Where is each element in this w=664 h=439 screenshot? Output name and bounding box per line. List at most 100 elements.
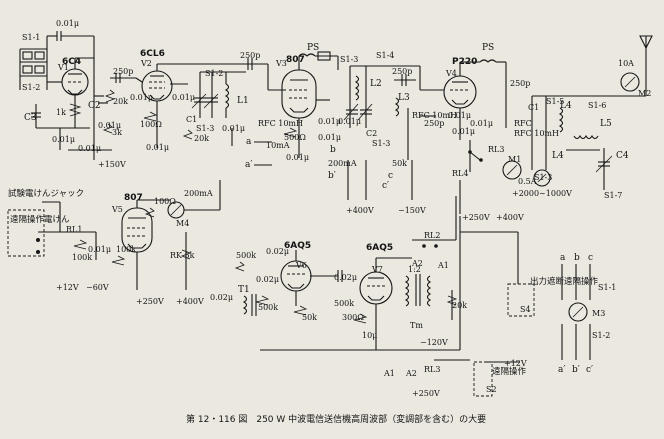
label-c: c <box>388 171 393 181</box>
label-ma10a: 10A <box>618 59 634 68</box>
label-v1: V1 <box>57 63 69 72</box>
label-b: b <box>330 145 336 155</box>
tube-v4-envelope <box>443 75 477 109</box>
label-c10: 10μ <box>362 331 377 340</box>
label-cap-001-h: 0.01μ <box>222 124 245 133</box>
label-b250a: +250V <box>462 213 490 222</box>
label-r500k-c: 500k <box>334 299 354 308</box>
label-s17: S1-7 <box>604 191 622 200</box>
label-a: a <box>246 137 252 147</box>
label-cp-right: c′ <box>586 365 593 375</box>
tube-v3-envelope <box>281 69 317 119</box>
crystal-bank <box>19 36 48 90</box>
label-ap: a′ <box>245 160 252 170</box>
switch-s4-box <box>507 283 535 317</box>
label-ps-b: PS <box>482 43 494 53</box>
label-cap-001-g: 0.01μ <box>146 143 169 152</box>
label-v5: V5 <box>111 205 123 214</box>
label-b2000: +2000∼1000V <box>512 189 572 198</box>
label-c2: C2 <box>88 101 101 111</box>
label-l3: L3 <box>398 93 410 103</box>
label-cap-001-c: 0.01μ <box>78 144 101 153</box>
switch-s2-box <box>473 361 493 397</box>
label-cap-001-n: 0.01μ <box>452 127 475 136</box>
label-b-right: b <box>574 253 580 263</box>
label-cap-001-k: 0.01μ <box>318 133 341 142</box>
label-n120: −120V <box>420 338 448 347</box>
label-cap-002-a: 0.02μ <box>266 247 289 256</box>
label-t1: T1 <box>238 285 250 295</box>
label-ma200: 200mA <box>328 159 357 168</box>
label-v2: V2 <box>140 59 152 68</box>
label-b12a: +12V <box>56 283 79 292</box>
label-cap-002-d: 0.02μ <box>334 273 357 282</box>
label-m1: M1 <box>508 155 521 164</box>
label-l4-top: L4 <box>560 101 572 111</box>
label-v7: V7 <box>371 265 383 274</box>
mod-transformer: 1:2 Tm <box>404 265 432 330</box>
label-c3: C3 <box>24 113 37 123</box>
label-cap-001-o: 0.01μ <box>470 119 493 128</box>
label-r300: 300Ω <box>342 313 364 322</box>
label-r100k-b: 100k <box>116 245 136 254</box>
meter-m1 <box>502 160 522 180</box>
label-cap-250p-c: 250p <box>392 67 412 76</box>
label-ma10: 10mA <box>266 141 290 150</box>
oscillator-stage: S1-1 0.01μ S1-2 6C4 V1 1k C3 0.01μ 0.01μ <box>19 19 136 169</box>
label-remote-key: 遠隔操作電けん <box>10 214 70 225</box>
figure-caption: 第 12・116 図 250 W 中波電信送信機高周波部（変調部を含む）の大要 <box>186 413 486 425</box>
label-cap-001-m: 0.01μ <box>448 111 471 120</box>
label-rfc-10mh: RFC 10mH <box>258 119 303 128</box>
label-cp: c′ <box>382 181 389 191</box>
label-cap-250p-d: 250p <box>424 119 444 128</box>
label-bp: b′ <box>328 171 336 181</box>
label-tube-807-a: 807 <box>286 55 305 65</box>
label-b400a: +400V <box>346 206 374 215</box>
label-s11-right: S1-1 <box>598 283 616 292</box>
label-c-right: c <box>588 253 593 263</box>
modulator-stage: 500k 0.02μ 0.02μ T1 0.02μ 500k 6AQ5 V6 5… <box>210 196 470 398</box>
label-v3: V3 <box>275 59 287 68</box>
label-r500k-a: 500k <box>236 251 256 260</box>
label-c4: C4 <box>616 151 629 161</box>
label-s12-right: S1-2 <box>592 331 610 340</box>
label-r100-b: 100Ω <box>154 197 176 206</box>
label-r20k-a: 20k <box>113 97 128 106</box>
label-cap-002-b: 0.02μ <box>256 275 279 284</box>
label-cap-250p-e: 250p <box>510 79 530 88</box>
label-cap-001-f: 0.01μ <box>172 93 195 102</box>
label-v4: V4 <box>445 69 457 78</box>
label-c1-out: C1 <box>528 103 539 112</box>
label-a1-top: A1 <box>437 261 449 270</box>
label-cap-250p-b: 250p <box>240 51 260 60</box>
label-r1k: 1k <box>56 108 66 117</box>
label-tube-6c4: 6C4 <box>62 57 81 67</box>
label-s12: S1-2 <box>205 69 223 78</box>
label-ma05: 0.5A <box>518 177 537 186</box>
interstage-tank: S1-3 L2 0.01μ C2 S1-3 S1-4 250p L3 RFC 1… <box>328 51 457 215</box>
label-a1: A1 <box>383 369 395 378</box>
label-m2: M2 <box>638 89 651 98</box>
label-c11: C1 <box>186 115 197 124</box>
label-r500: 500Ω <box>284 133 306 142</box>
label-l2: L2 <box>370 79 382 89</box>
label-s2: S2 <box>486 385 497 394</box>
label-remote-op: 遠隔操作 <box>492 366 527 377</box>
label-s15: S1-5 <box>546 97 564 106</box>
label-b400b: +400V <box>496 213 524 222</box>
label-test-jack: 試験電けんジャック <box>8 188 84 199</box>
label-c13: S1-3 <box>196 124 214 133</box>
label-output-switch: 出力遮断遠隔操作 <box>530 276 599 287</box>
label-b12b: +12V <box>504 359 527 368</box>
label-b250b: +250V <box>136 297 164 306</box>
remote-switches: 出力遮断遠隔操作 S4 遠隔操作 S2 +12V a b c S1-1 M3 S… <box>460 231 616 397</box>
keying-stage: 試験電けんジャック 遠隔操作電けん RL1 100k 0.01μ +12V −6… <box>7 180 221 306</box>
final-stage: P220 V4 PS 250p 0.01μ 0.01μ 0.01μ RFC RF… <box>419 43 572 222</box>
meter-m2 <box>620 72 640 92</box>
output-network: C1 S1-5 L4 S1-6 L5 L4 C4 S1-7 S1-3 10A M… <box>528 35 653 200</box>
label-bp-right: b′ <box>572 365 580 375</box>
label-s4: S4 <box>520 305 531 314</box>
label-tm: Tm <box>410 321 423 330</box>
label-cap-001-p: 0.01μ <box>88 245 111 254</box>
